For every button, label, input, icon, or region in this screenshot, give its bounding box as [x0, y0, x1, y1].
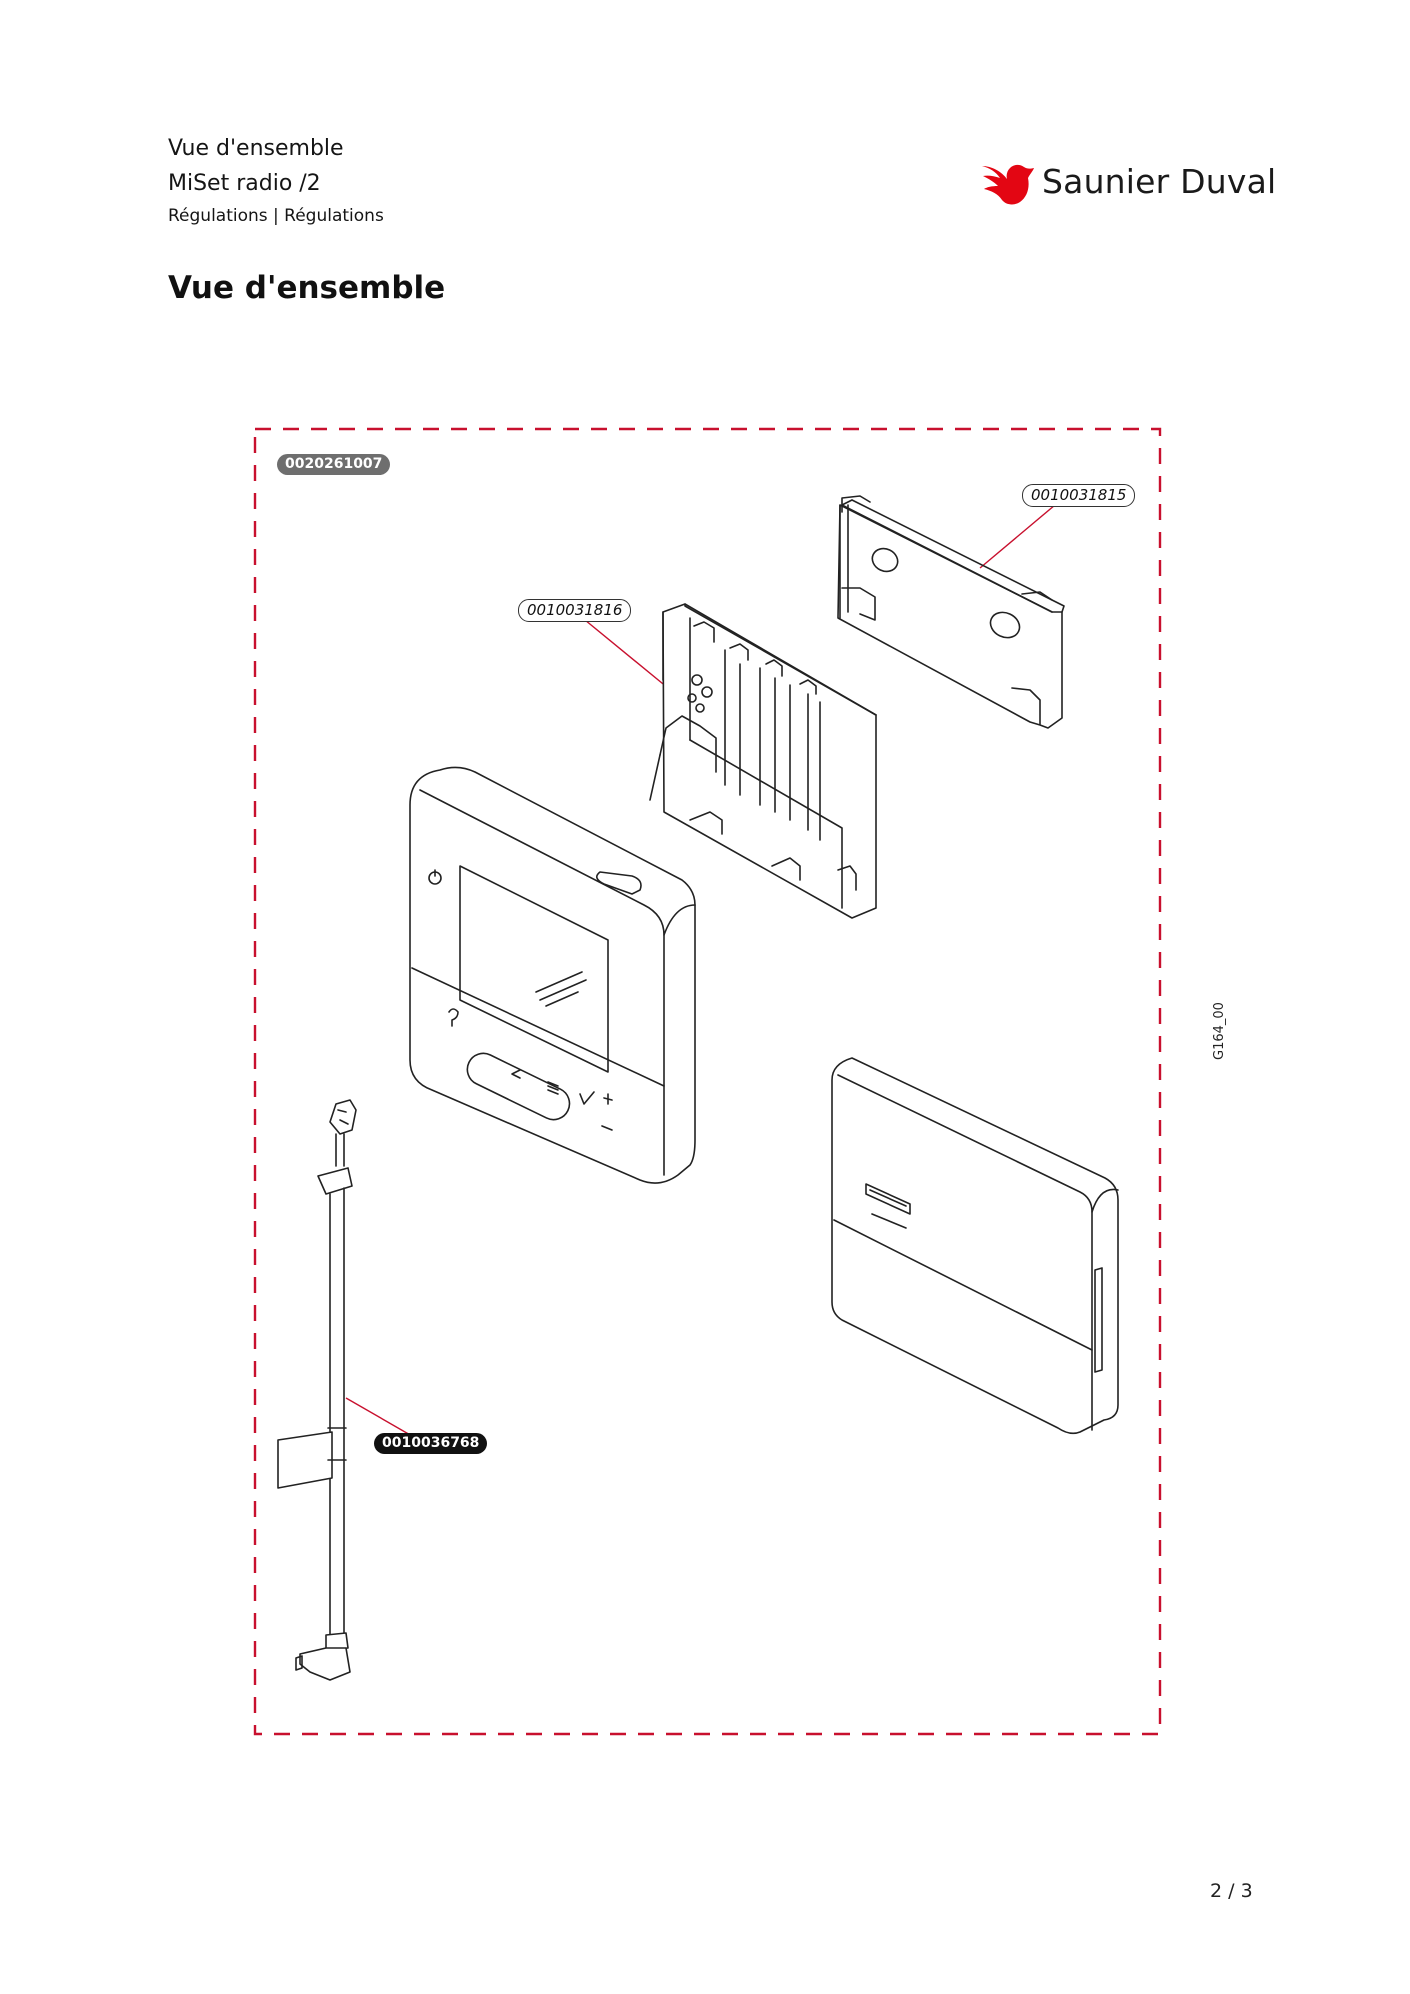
leader-line-0010036768	[345, 1397, 413, 1437]
receiver-box-unit	[831, 1057, 1119, 1435]
part-ref-label[interactable]: 0010031815	[1022, 484, 1136, 507]
part-ref-label[interactable]: 0010036768	[374, 1433, 488, 1454]
assembly-frame	[253, 427, 1162, 1736]
header-document-type: Vue d'ensemble	[168, 136, 344, 161]
header-category: Régulations | Régulations	[168, 206, 384, 226]
wall-bracket-part	[837, 495, 1065, 729]
leader-line-0010031816	[584, 619, 669, 689]
connection-cable-part	[277, 1099, 357, 1681]
back-plate-part	[649, 603, 877, 919]
assembly-ref-label: 0020261007	[277, 454, 391, 475]
page-number: 2 / 3	[1210, 1880, 1253, 1902]
drawing-reference: G164_00	[1212, 1002, 1227, 1060]
leader-line-0010031815	[979, 504, 1056, 569]
brand-name: Saunier Duval	[1042, 162, 1277, 201]
header-product-name: MiSet radio /2	[168, 171, 321, 196]
part-ref-label[interactable]: 0010031816	[518, 599, 632, 622]
saunier-duval-bird-logo-icon	[982, 164, 1034, 205]
page-title: Vue d'ensemble	[168, 270, 446, 306]
thermostat-display-unit	[409, 766, 696, 1184]
